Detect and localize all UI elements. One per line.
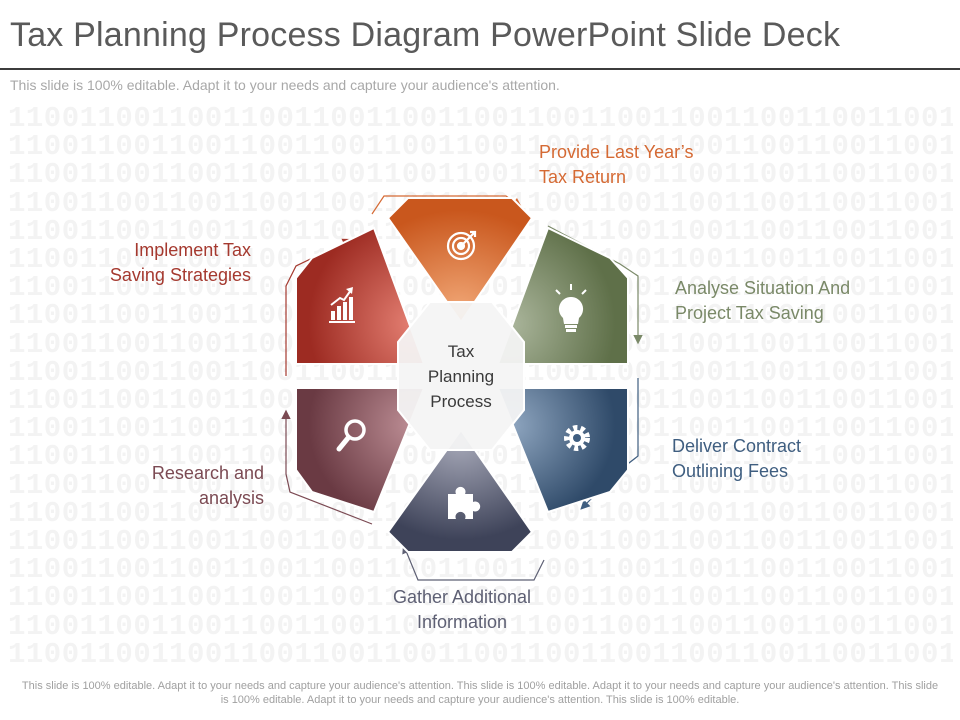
step-label-line: Analyse Situation And	[675, 278, 851, 298]
step-label-line: Gather Additional	[392, 587, 532, 607]
flow-arrow-5	[281, 409, 373, 525]
binary-pattern-row: 1100110011001100110011001100110011001100…	[8, 581, 953, 615]
flow-arrow-4	[402, 543, 545, 581]
step-label-line: Tax Return	[539, 167, 627, 187]
step-label-research-analysis: Research and analysis	[84, 461, 264, 511]
center-line-1: Tax	[447, 342, 475, 361]
binary-pattern-row: 1100110011001100110011001100110011001100…	[8, 637, 953, 671]
target-icon	[446, 230, 477, 261]
magnifier-icon	[336, 419, 366, 452]
center-line-3: Process	[430, 392, 492, 411]
step-label-line: Outlining Fees	[672, 461, 789, 481]
step-label-analyse-situation: Analyse Situation And Project Tax Saving	[675, 276, 850, 326]
binary-pattern-row: 1100110011001100110011001100110011001100…	[8, 105, 953, 135]
growth-chart-icon	[329, 287, 355, 323]
step-label-line: Project Tax Saving	[675, 303, 824, 323]
binary-pattern-row: 1100110011001100110011001100110011001100…	[8, 158, 953, 192]
slide-subtitle: This slide is 100% editable. Adapt it to…	[10, 77, 560, 93]
step-label-line: Deliver Contract	[672, 436, 802, 456]
step-label-provide-tax-return: Provide Last Year’s Tax Return	[539, 140, 693, 190]
gear-icon	[564, 425, 590, 451]
step-label-line: analysis	[198, 488, 264, 508]
puzzle-icon	[448, 486, 481, 519]
step-label-gather-information: Gather Additional Information	[362, 585, 562, 635]
center-line-2: Planning	[427, 367, 495, 386]
step-label-line: Research and	[151, 463, 264, 483]
binary-pattern-row: 1100110011001100110011001100110011001100…	[8, 130, 953, 164]
lightbulb-icon	[555, 284, 587, 332]
title-divider	[0, 68, 960, 70]
step-label-line: Saving Strategies	[109, 265, 251, 285]
step-label-line: Information	[416, 612, 508, 632]
binary-pattern-row: 1100110011001100110011001100110011001100…	[8, 609, 953, 643]
binary-background-pattern: 1100110011001100110011001100110011001100…	[8, 105, 953, 680]
step-label-line: Implement Tax	[134, 240, 251, 260]
footer-note: This slide is 100% editable. Adapt it to…	[21, 680, 939, 706]
center-hexagon	[397, 301, 525, 451]
step-label-deliver-contract: Deliver Contract Outlining Fees	[672, 434, 801, 484]
center-label: Tax Planning Process	[398, 339, 524, 414]
slide-title: Tax Planning Process Diagram PowerPoint …	[10, 16, 841, 54]
step-label-implement-strategies: Implement Tax Saving Strategies	[60, 238, 251, 288]
step-label-line: Provide Last Year’s	[539, 142, 694, 162]
